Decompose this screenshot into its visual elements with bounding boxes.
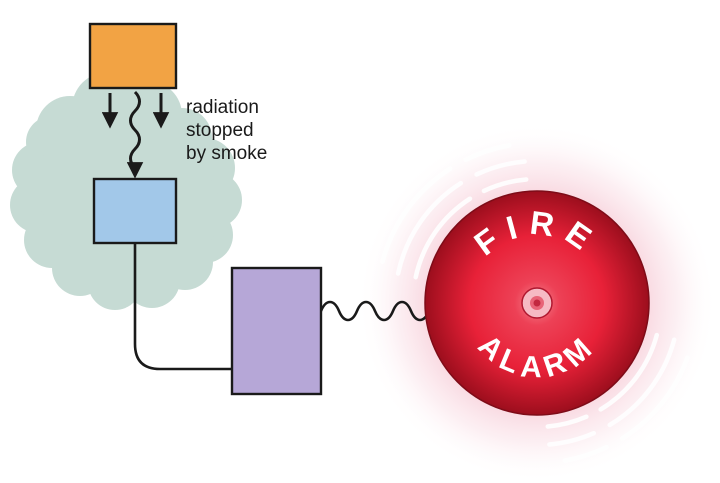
sound-wave-arc <box>413 177 529 280</box>
sound-waves-bottom-right <box>545 332 690 463</box>
sound-waves-top-left <box>380 143 529 280</box>
radiation-arrows <box>101 90 170 179</box>
amplifier-box <box>230 266 323 396</box>
annotation-line-1: radiation <box>186 97 259 118</box>
annotation-line-2: stopped <box>186 120 254 141</box>
sound-wave-arc <box>562 355 690 463</box>
bell-hub-center <box>533 299 541 307</box>
alarm-bell: FIRE ALARM <box>424 190 650 416</box>
detector-box <box>92 177 178 245</box>
wire-detector-to-amplifier <box>133 243 232 371</box>
sound-wave-arc <box>545 332 660 429</box>
sound-wave-arc <box>380 143 512 264</box>
radiation-annotation: radiation stopped by smoke <box>186 97 267 164</box>
sound-wave-arc <box>547 337 677 447</box>
sound-wave-arc <box>395 159 527 276</box>
annotation-line-3: by smoke <box>186 143 267 164</box>
radiation-arrow-wavy <box>126 90 144 179</box>
radiation-source-box <box>88 22 178 90</box>
signal-wire-wavy <box>319 300 431 322</box>
